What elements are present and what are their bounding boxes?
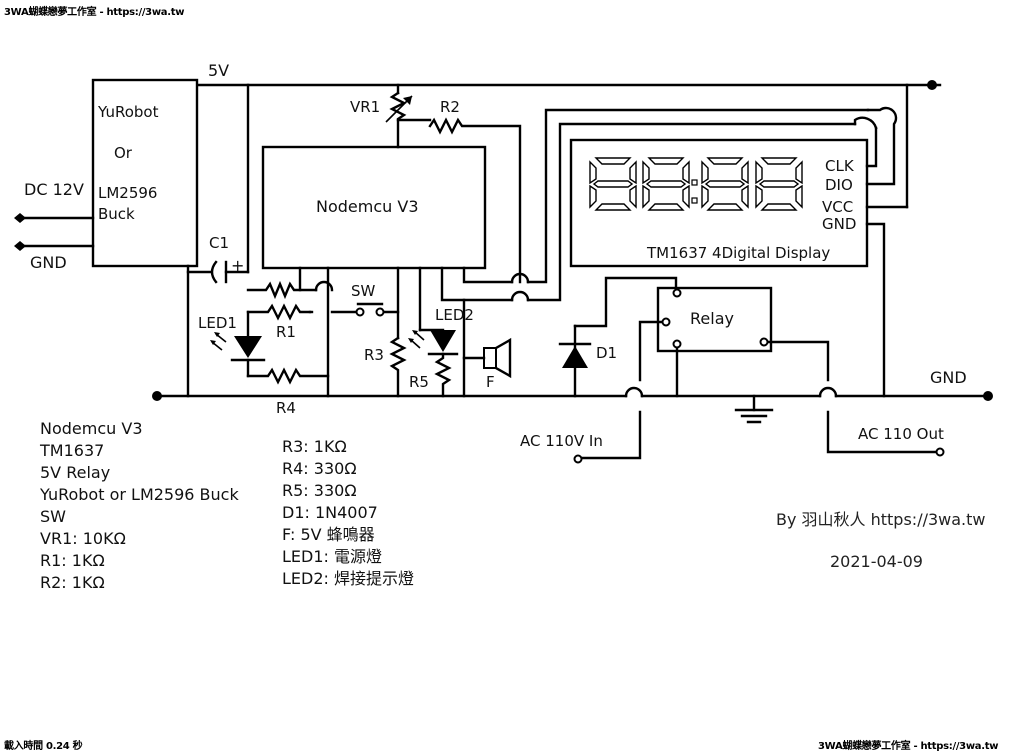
parts-list-item: YuRobot or LM2596 Buck (40, 485, 239, 504)
label-led2: LED2 (435, 306, 474, 324)
parts-list-item: Nodemcu V3 (40, 419, 143, 438)
resistor-r5 (434, 352, 452, 398)
parts-list-item: R3: 1KΩ (282, 437, 347, 456)
schematic-labels: 5V DC 12V GND YuRobot Or LM2596 Buck Nod… (24, 61, 967, 450)
potentiometer-vr1 (385, 91, 432, 149)
parts-list-item: LED2: 焊接提示燈 (282, 569, 415, 588)
led-led2 (408, 328, 459, 356)
parts-list-item: VR1: 10KΩ (40, 529, 126, 548)
label-display: TM1637 4Digital Display (646, 244, 830, 262)
watermark-bottom-right: 3WA蝴蝶戀夢工作室 - https://3wa.tw (818, 741, 999, 752)
label-r5: R5 (409, 373, 429, 391)
label-psu-line1: YuRobot (97, 103, 159, 121)
label-relay: Relay (690, 309, 734, 328)
author-credit: By 羽山秋人 https://3wa.tw (776, 510, 986, 529)
label-psu-line4: Buck (98, 205, 135, 223)
label-sw: SW (351, 282, 376, 300)
label-clk: CLK (825, 157, 855, 175)
parts-list-1: Nodemcu V3 TM1637 5V Relay YuRobot or LM… (40, 418, 239, 594)
label-r1: R1 (276, 323, 296, 341)
label-d1: D1 (596, 344, 617, 362)
resistor-r3 (389, 336, 407, 398)
label-led1: LED1 (198, 314, 237, 332)
capacitor-c1 (186, 260, 250, 284)
label-dc12v: DC 12V (24, 180, 84, 199)
switch-sw (330, 302, 400, 317)
power-supply-module (14, 78, 199, 398)
diode-d1 (558, 276, 678, 398)
led-led1 (210, 310, 266, 378)
relay-module (573, 286, 945, 464)
parts-list-item: LED1: 電源燈 (282, 547, 383, 566)
label-nodemcu: Nodemcu V3 (316, 197, 419, 216)
parts-list-item: SW (40, 507, 66, 526)
parts-list-item: 5V Relay (40, 463, 111, 482)
seven-segment-digits (589, 157, 803, 211)
resistor-r4 (246, 367, 330, 385)
label-r3: R3 (364, 346, 384, 364)
parts-list-item: F: 5V 蜂鳴器 (282, 525, 375, 544)
label-f: F (486, 373, 495, 391)
rail-gnd (152, 386, 993, 424)
label-ac-out: AC 110 Out (858, 425, 944, 443)
label-psu-line2: Or (114, 144, 133, 162)
parts-list-item: R1: 1KΩ (40, 551, 105, 570)
parts-list-item: R4: 330Ω (282, 459, 357, 478)
label-gnd-in: GND (30, 253, 67, 272)
label-gnd-pin: GND (822, 215, 856, 233)
label-psu-line3: LM2596 (98, 184, 157, 202)
label-vcc: VCC (822, 198, 853, 216)
resistor-r1 (246, 280, 314, 321)
buzzer-f (462, 298, 512, 398)
label-c1: C1 (209, 234, 229, 252)
label-gnd-out: GND (930, 368, 967, 387)
parts-list-item: D1: 1N4007 (282, 503, 378, 522)
resistor-r2 (428, 117, 522, 284)
watermark-top-left: 3WA蝴蝶戀夢工作室 - https://3wa.tw (4, 7, 185, 18)
label-r2: R2 (440, 98, 460, 116)
label-5v: 5V (208, 61, 229, 80)
tm1637-display-module (569, 106, 909, 398)
parts-list-2: R3: 1KΩ R4: 330Ω R5: 330Ω D1: 1N4007 F: … (282, 436, 414, 590)
label-r4: R4 (276, 399, 296, 417)
label-vr1: VR1 (350, 98, 380, 116)
label-ac-in: AC 110V In (520, 432, 603, 450)
diagram-date: 2021-04-09 (830, 552, 923, 571)
nodemcu-module (261, 108, 870, 398)
parts-list-item: R5: 330Ω (282, 481, 357, 500)
rail-5v (195, 80, 942, 274)
label-c1-plus: + (231, 256, 244, 275)
watermark-bottom-left: 載入時間 0.24 秒 (4, 741, 83, 752)
parts-list-item: R2: 1KΩ (40, 573, 105, 592)
label-dio: DIO (825, 176, 853, 194)
parts-list-item: TM1637 (40, 441, 105, 460)
